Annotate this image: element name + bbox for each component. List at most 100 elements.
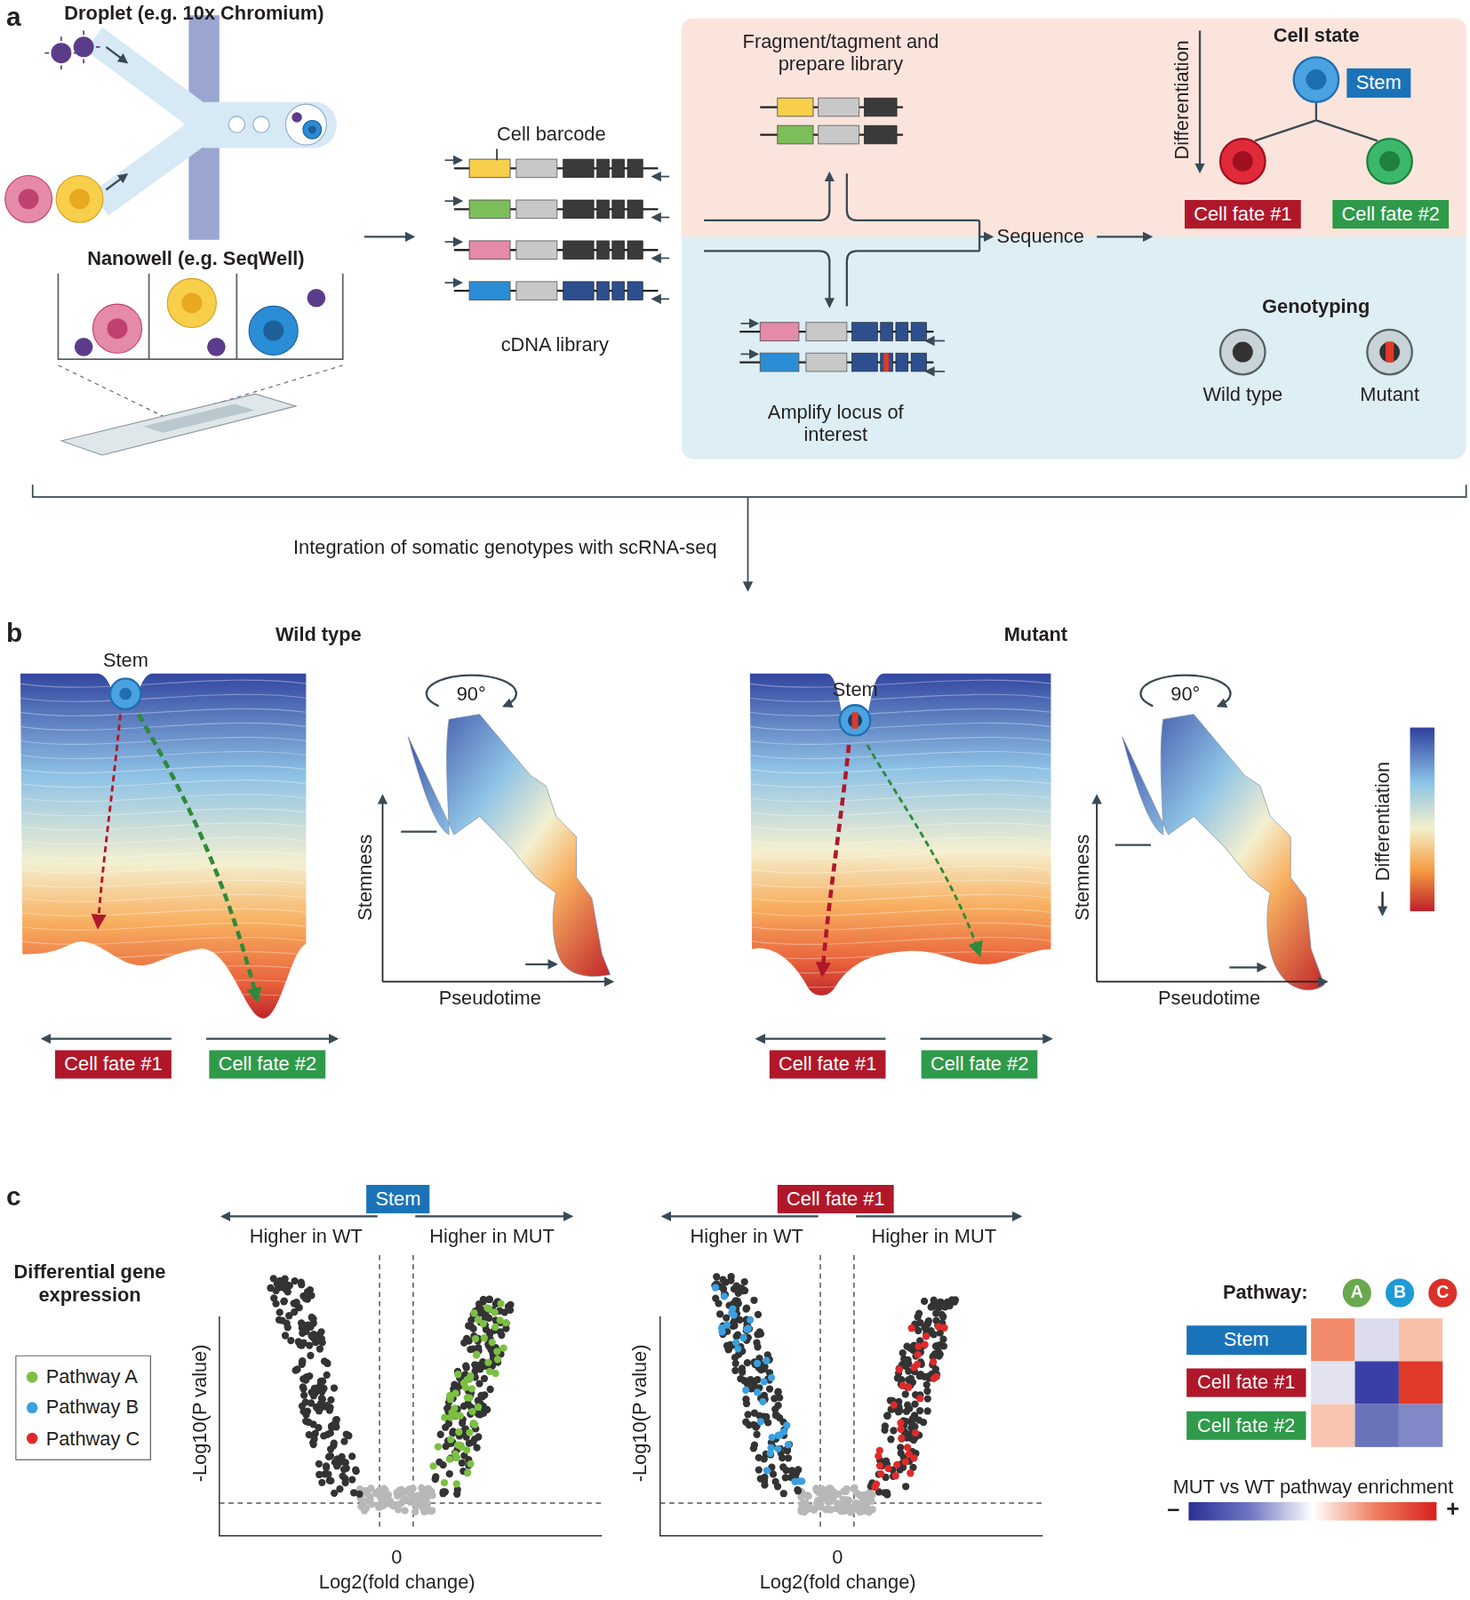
volcano-points-circle	[455, 1428, 463, 1436]
rotation-label: 90°	[456, 682, 487, 705]
volcano-points-circle	[926, 1326, 935, 1335]
cdna-library-path	[653, 257, 670, 260]
landscape-mutant-g-path	[750, 780, 1052, 788]
cdna-library-rect	[597, 199, 610, 219]
droplet-chip-path	[45, 30, 101, 70]
volcano-points-circle	[315, 1460, 323, 1468]
landscape-mutant-g-path	[750, 936, 1052, 944]
bracket-path	[32, 484, 1467, 497]
landscape-wild-type-g-path	[20, 908, 306, 916]
volcano-points-circle	[853, 1489, 861, 1497]
volcano-points-circle	[491, 1323, 499, 1331]
side-view-mutant-path	[1122, 714, 1325, 991]
genotype-cells-rect	[1385, 342, 1394, 363]
amplicon-library-rect	[910, 322, 927, 342]
volcano-points-circle	[770, 1394, 778, 1402]
section-heading: Nanowell (e.g. SeqWell)	[87, 247, 304, 271]
volcano-points-circle	[915, 1310, 923, 1318]
flow-arrows-path	[1096, 235, 1151, 238]
landscape-mutant-g-path	[750, 694, 1052, 702]
volcano-points-circle	[472, 1350, 480, 1359]
heatmap-heading: Pathway:	[1222, 1281, 1309, 1304]
volcano-points-circle	[883, 1488, 891, 1496]
volcano-points-circle	[300, 1338, 308, 1346]
volcano-points-circle	[711, 1283, 720, 1291]
side-view-wild-type-path	[382, 795, 384, 982]
volcano-points-circle	[915, 1416, 923, 1424]
amplicon-library-path	[740, 352, 757, 355]
box-text: Cell fate #1	[1195, 1370, 1297, 1395]
cdna-library-rect	[627, 159, 643, 178]
volcano-points-circle	[454, 1370, 462, 1378]
volcano-points-circle	[782, 1421, 791, 1429]
landscape-mutant-path	[867, 744, 980, 954]
volcano-axes-path	[219, 1254, 1043, 1531]
volcano-points-circle	[501, 1308, 509, 1316]
volcano-points-circle	[468, 1407, 476, 1415]
volcano-points-circle	[739, 1334, 747, 1342]
volcano-points-circle	[908, 1414, 916, 1423]
volcano-points-circle	[340, 1438, 348, 1446]
landscape-mutant-g-path	[750, 865, 1052, 873]
landscape-wild-type-g-path	[20, 951, 306, 959]
cdna-library-path	[445, 240, 462, 243]
enrichment-heatmap-rect	[1310, 1404, 1355, 1447]
volcano-points-circle	[862, 1500, 871, 1508]
volcano-points-circle	[753, 1388, 761, 1396]
legend-entry: Pathway B	[26, 1391, 140, 1423]
axis-label: Differentiation	[1371, 761, 1394, 881]
volcano-points-circle	[308, 1313, 316, 1321]
volcano-points-circle	[343, 1464, 351, 1472]
cdna-library-rect	[627, 240, 643, 260]
genotype-cells	[1220, 329, 1413, 376]
landscape-mutant-g-path	[750, 751, 1052, 759]
volcano-points	[266, 1272, 959, 1516]
fate-arrows-path	[757, 1038, 887, 1040]
volcano-points-circle	[729, 1318, 737, 1327]
volcano-points-circle	[711, 1294, 720, 1302]
label-box: Cell fate #1	[1184, 199, 1302, 229]
cell-state-tree	[1220, 56, 1413, 184]
step-label: Integration of somatic genotypes with sc…	[293, 536, 717, 560]
cdna-library-rect	[469, 281, 511, 301]
volcano-points-circle	[471, 1421, 479, 1429]
volcano-points-circle	[348, 1475, 356, 1483]
workflow-panels	[681, 18, 1467, 460]
volcano-points-circle	[774, 1387, 782, 1395]
volcano-points-circle	[817, 1487, 825, 1495]
axis-label: Stemness	[354, 834, 377, 921]
box-text: Cell fate #1	[63, 1052, 162, 1077]
volcano-points-circle	[784, 1440, 792, 1448]
cell-label: Mutant	[1359, 383, 1420, 407]
landscape-wild-type-g-path	[20, 736, 306, 744]
volcano-points-circle	[453, 1490, 461, 1498]
volcano-points-circle	[923, 1381, 931, 1389]
volcano-points-circle	[351, 1466, 360, 1474]
volcano-points-circle	[302, 1376, 310, 1384]
volcano-points-circle	[907, 1374, 915, 1383]
volcano-points-circle	[752, 1338, 760, 1346]
volcano-points-circle	[741, 1278, 749, 1286]
volcano-points-circle	[463, 1446, 471, 1454]
side-view-mutant	[1096, 675, 1327, 991]
landscape-wild-type-path	[20, 673, 306, 1019]
volcano-axes-path	[663, 1214, 818, 1217]
cdna-library-rect	[516, 281, 558, 301]
volcano-points-circle	[299, 1382, 307, 1391]
volcano-points-circle	[318, 1478, 326, 1486]
direction-label: Higher in MUT	[429, 1225, 555, 1248]
colorbar-label: MUT vs WT pathway enrichment	[1173, 1475, 1455, 1498]
differentiation-colorbar-path	[1381, 891, 1383, 914]
volcano-points-circle	[359, 1498, 368, 1506]
volcano-points-circle	[902, 1457, 910, 1465]
volcano-points-circle	[712, 1272, 720, 1280]
differentiation-colorbar-rect	[1410, 727, 1436, 912]
cdna-library-rect	[516, 240, 558, 260]
side-view-wild-type-path	[400, 831, 556, 965]
volcano-points-circle	[343, 1430, 351, 1438]
volcano-points-circle	[757, 1417, 765, 1425]
cdna-library-rect	[612, 159, 625, 178]
landscape-wild-type-g-path	[20, 894, 306, 902]
volcano-points-circle	[788, 1467, 796, 1475]
landscape-mutant-g-path	[750, 851, 1052, 859]
